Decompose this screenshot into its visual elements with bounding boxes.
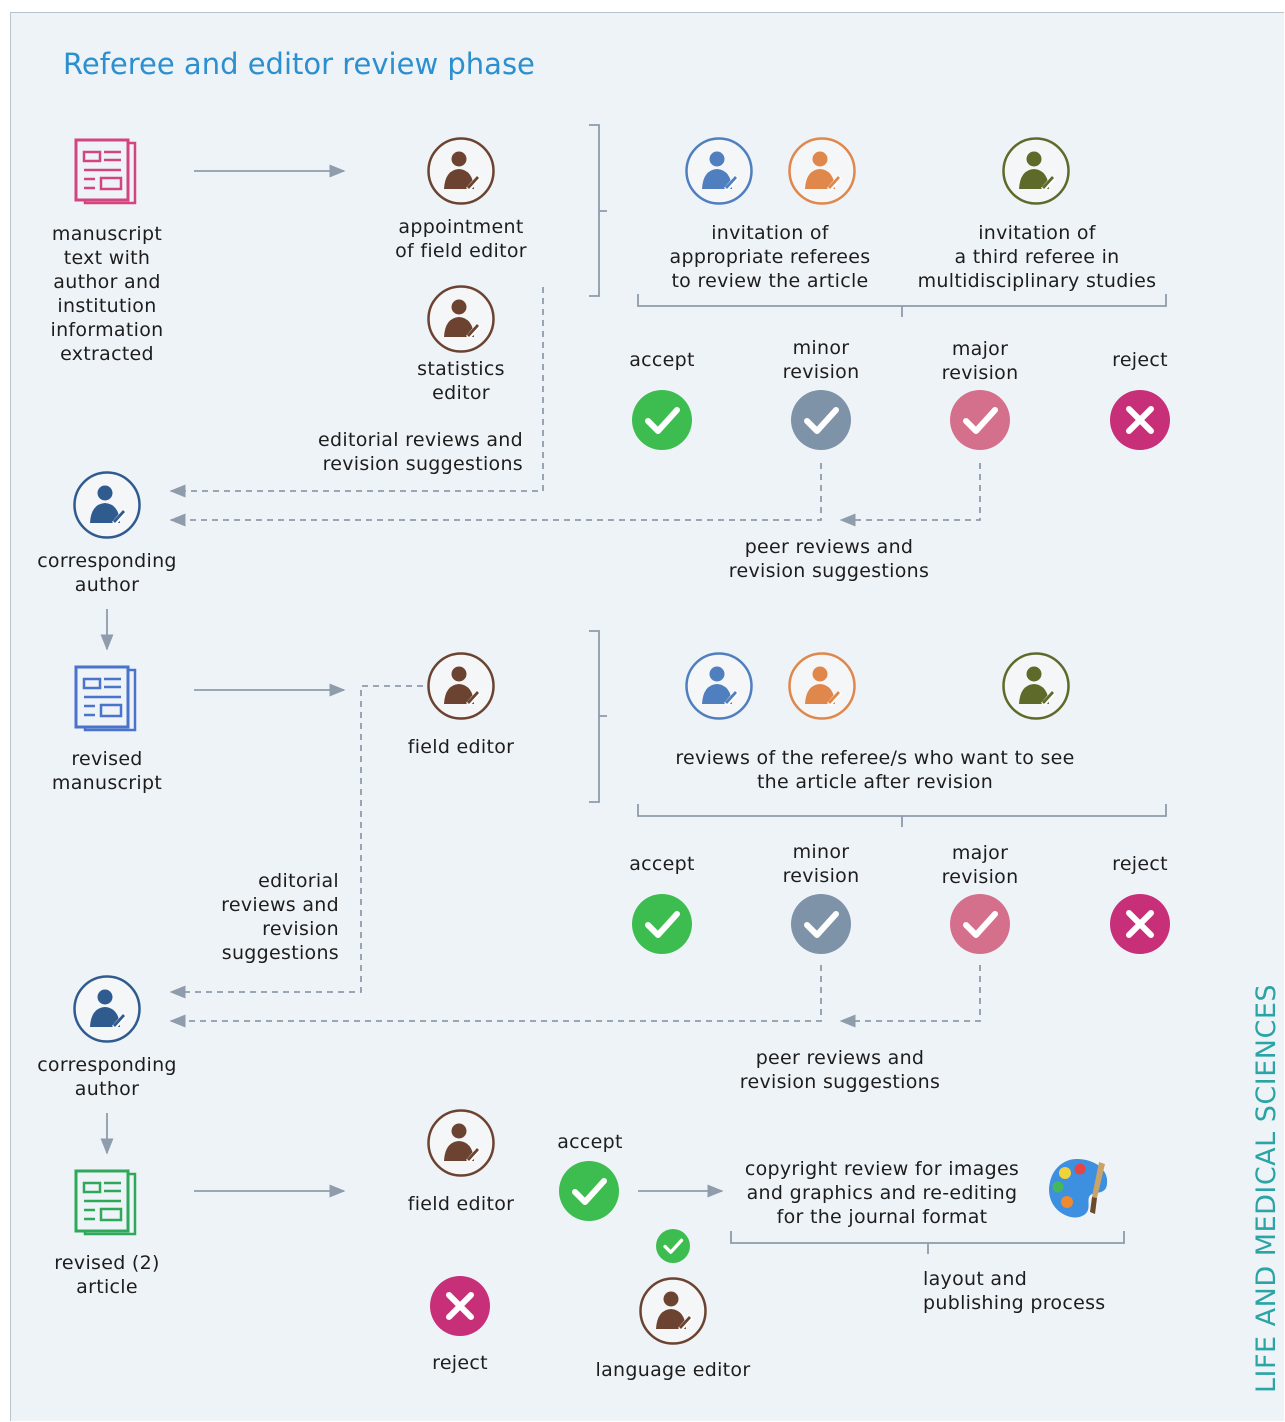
palette-icon (1043, 1154, 1113, 1224)
minor-revision-2-check-icon (791, 894, 851, 954)
copyright-review-label: copyright review for images and graphics… (744, 1158, 1020, 1228)
appointment-field-editor-label: appointment of field editor (395, 216, 527, 262)
dashed-editorial-reviews-1 (169, 287, 544, 498)
layout-publishing-label: layout and publishing process (923, 1268, 1106, 1314)
revised-article-label: revised (2) article (54, 1252, 160, 1298)
diagram-title: Referee and editor review phase (63, 47, 535, 81)
referee-reviews-label: reviews of the referee/s who want to see… (675, 747, 1075, 793)
revised-article-document-icon (73, 1169, 139, 1237)
accept-2-check-icon (632, 894, 692, 954)
field-editor-2-label: field editor (407, 736, 515, 758)
reject-2-x-icon (1110, 894, 1170, 954)
bracket-referees (637, 294, 1167, 317)
bracket-invitation (589, 124, 607, 297)
language-editor-person-icon (638, 1276, 708, 1346)
manuscript-label: manuscript text with author and institut… (50, 223, 164, 365)
referee-3-person-icon (1001, 136, 1071, 206)
statistics-editor-label: statistics editor (417, 358, 505, 404)
statistics-editor-person-icon (426, 284, 496, 354)
editorial-reviews-2-label: editorial reviews and revision suggestio… (221, 870, 339, 964)
final-reject-x-icon (430, 1276, 490, 1336)
diagram-canvas: Referee and editor review phase LIFE AND… (10, 12, 1284, 1421)
editorial-reviews-label: editorial reviews and revision suggestio… (318, 429, 523, 475)
field-editor-2-person-icon (426, 651, 496, 721)
manuscript-document-icon (73, 138, 139, 206)
major-revision-check-icon (950, 390, 1010, 450)
decision-accept-2-label: accept (629, 853, 695, 875)
final-accept-label: accept (557, 1131, 623, 1153)
field-editor-3-label: field editor (407, 1193, 515, 1215)
major-revision-2-check-icon (950, 894, 1010, 954)
side-label: LIFE AND MEDICAL SCIENCES (1251, 983, 1282, 1393)
referee-2-person-icon (787, 136, 857, 206)
dashed-peer-reviews-major-2 (839, 965, 981, 1028)
final-reject-label: reject (432, 1352, 488, 1374)
field-editor-3-person-icon (426, 1108, 496, 1178)
revised-manuscript-label: revised manuscript (51, 748, 163, 794)
invitation-referees-label: invitation of appropriate referees to re… (669, 222, 871, 292)
peer-reviews-2-label: peer reviews and revision suggestions (739, 1047, 941, 1093)
reject-x-icon (1110, 390, 1170, 450)
invitation-third-referee-label: invitation of a third referee in multidi… (917, 222, 1157, 292)
connector-lines (100, 124, 1167, 1254)
bracket-copyright (730, 1231, 1125, 1254)
corresponding-author-label: corresponding author (37, 550, 177, 596)
referee-1-person-icon (684, 136, 754, 206)
referee-2b-person-icon (787, 651, 857, 721)
minor-revision-check-icon (791, 390, 851, 450)
decision-major-label: major revision (941, 338, 1019, 384)
peer-reviews-label: peer reviews and revision suggestions (728, 536, 930, 582)
referee-3b-person-icon (1001, 651, 1071, 721)
accept-check-icon (632, 390, 692, 450)
corresponding-author-2-label: corresponding author (37, 1054, 177, 1100)
field-editor-person-icon (426, 136, 496, 206)
corresponding-author-2-person-icon (72, 974, 142, 1044)
decision-accept-label: accept (629, 349, 695, 371)
bracket-reviews (589, 630, 607, 803)
decision-reject-label: reject (1112, 349, 1168, 371)
decision-minor-2-label: minor revision (782, 841, 860, 887)
language-check-icon (656, 1229, 690, 1263)
dashed-editorial-reviews-2 (169, 685, 423, 999)
bracket-referees-2 (637, 804, 1167, 827)
decision-major-2-label: major revision (941, 842, 1019, 888)
dashed-peer-reviews-minor-1 (169, 463, 822, 527)
decision-minor-label: minor revision (782, 337, 860, 383)
dashed-peer-reviews-major-1 (839, 463, 981, 527)
revised-manuscript-document-icon (73, 665, 139, 733)
referee-1b-person-icon (684, 651, 754, 721)
final-accept-check-icon (559, 1161, 619, 1221)
dashed-peer-reviews-minor-2 (169, 965, 822, 1028)
decision-reject-2-label: reject (1112, 853, 1168, 875)
corresponding-author-person-icon (72, 470, 142, 540)
language-editor-label: language editor (595, 1359, 751, 1381)
